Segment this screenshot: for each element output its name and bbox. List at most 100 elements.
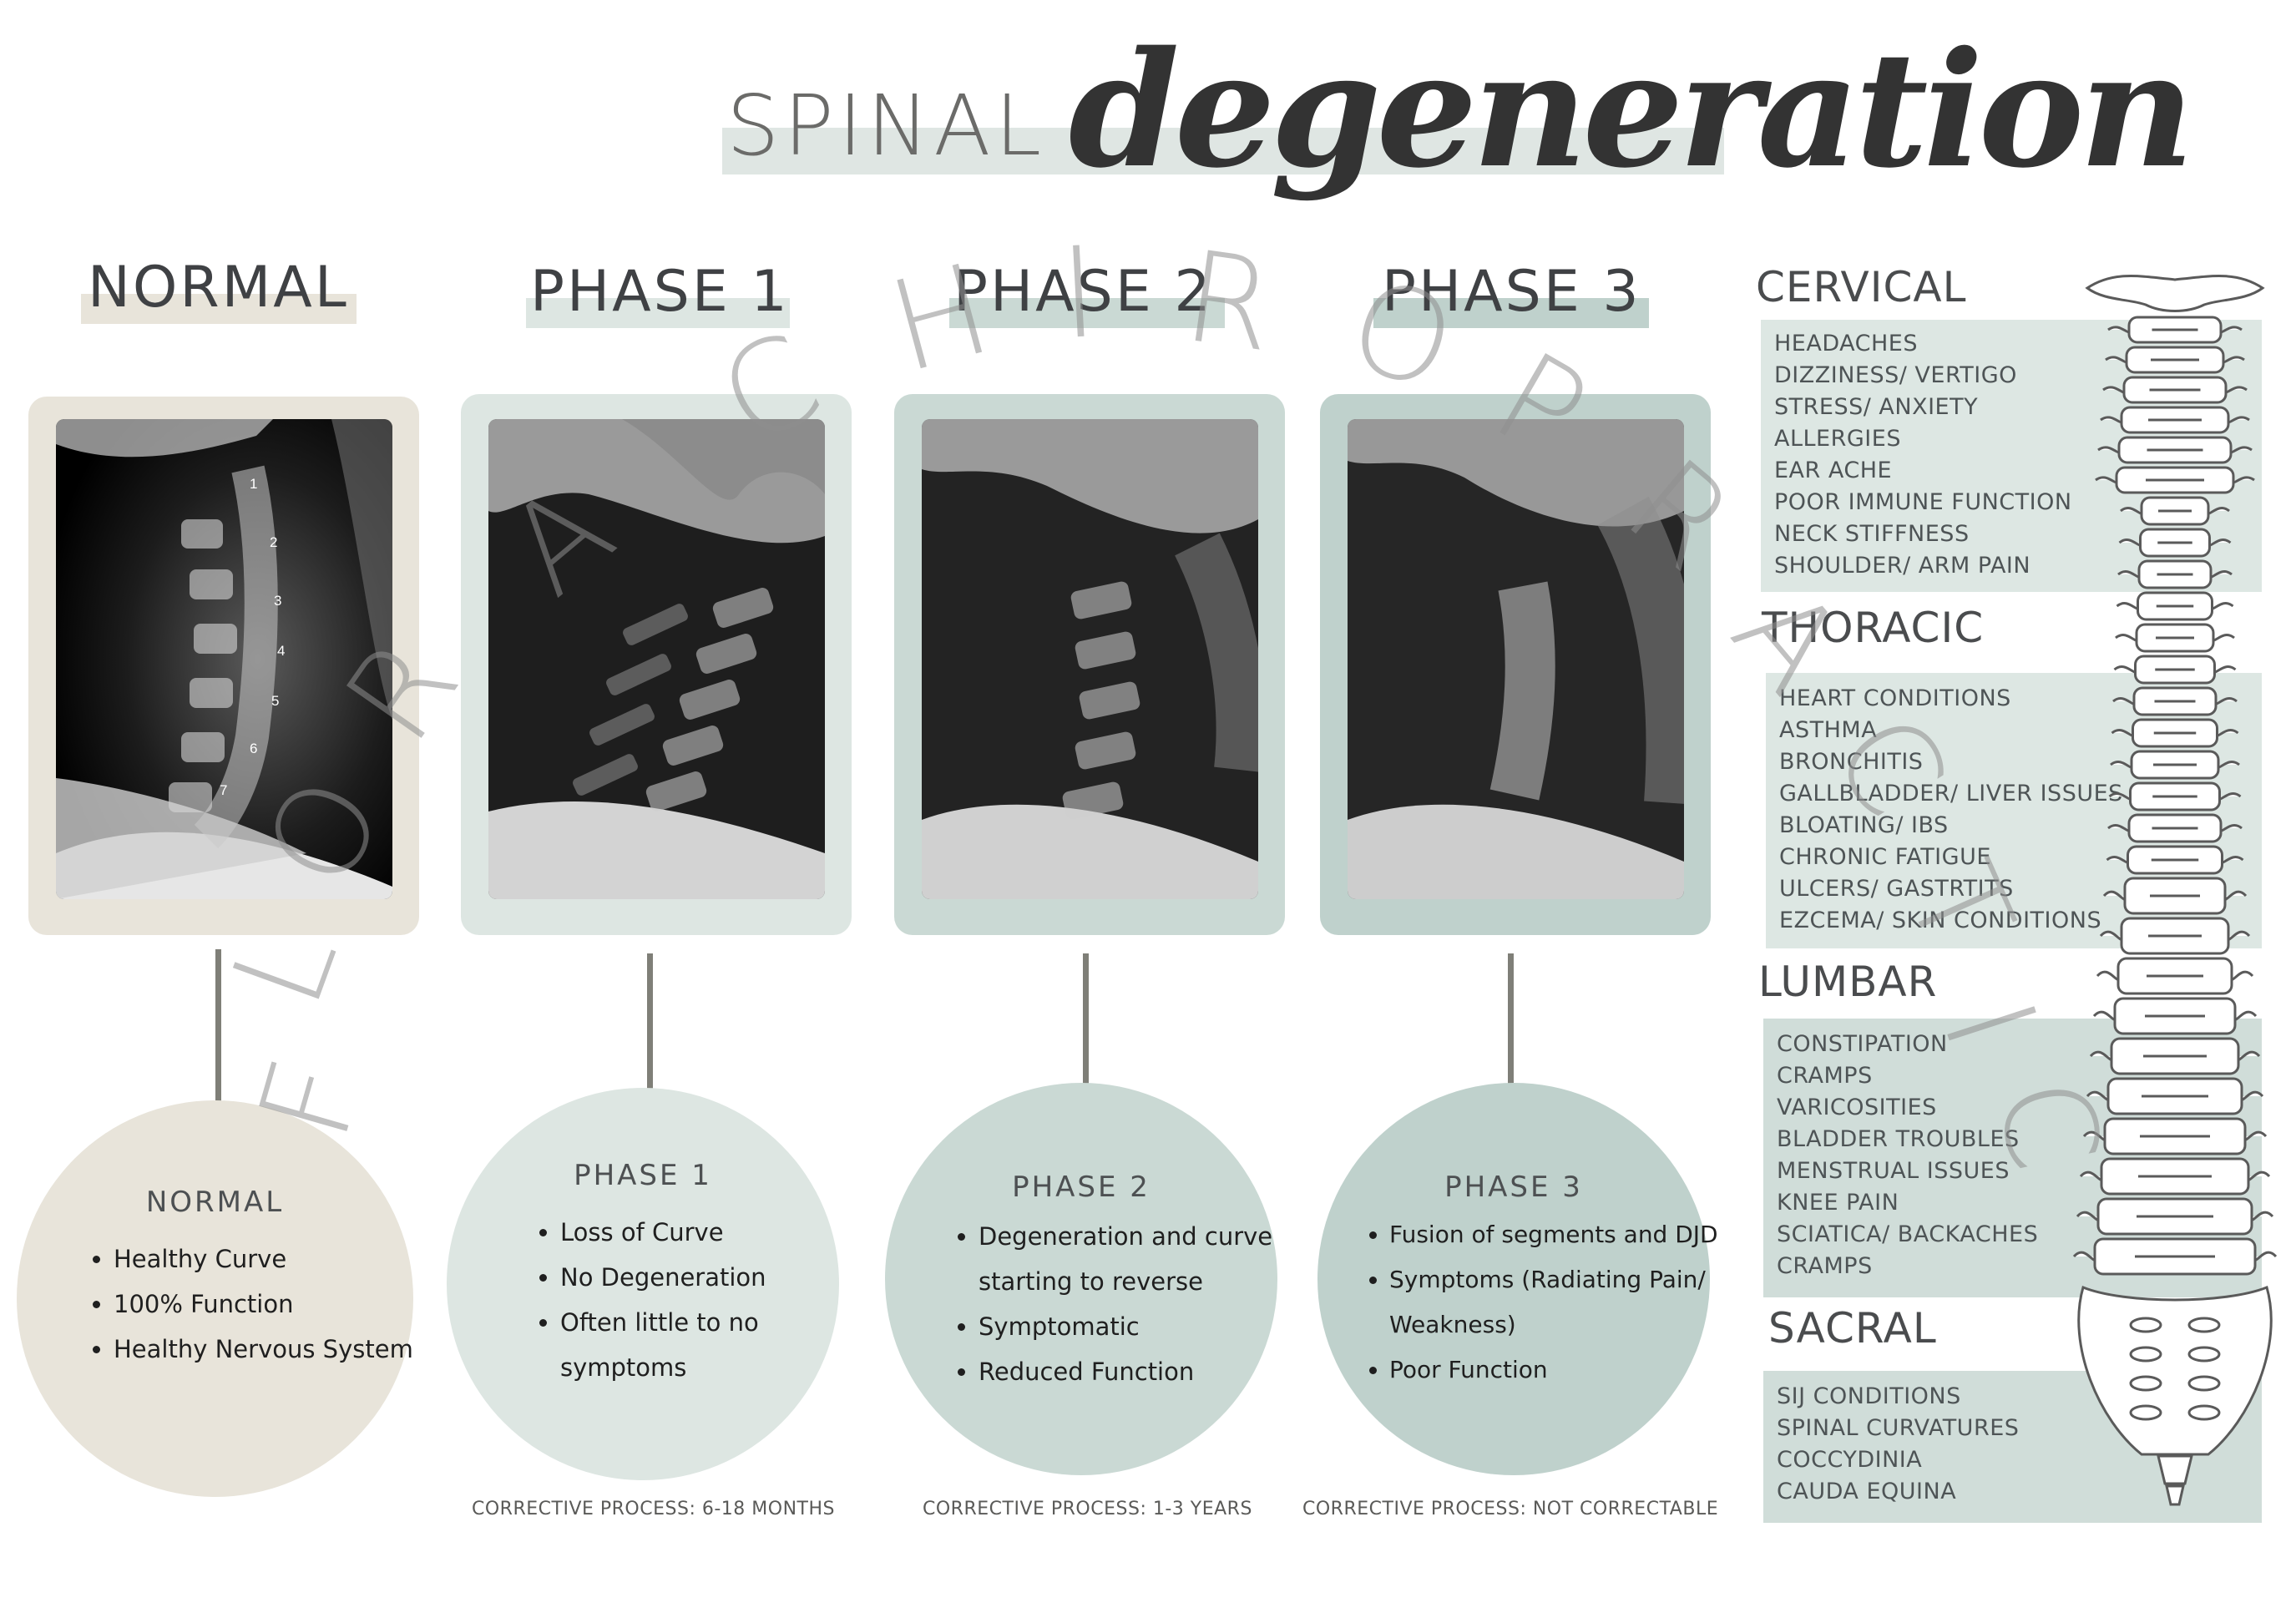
symptom-item: KNEE PAIN	[1777, 1190, 1899, 1216]
title-highlight-band	[722, 128, 1724, 174]
watermark-letter: R	[1176, 224, 1282, 381]
symptom-item: CONSTIPATION	[1777, 1031, 1948, 1057]
bullet-item: No Degeneration	[560, 1255, 811, 1300]
symptom-item: ASTHMA	[1779, 717, 1878, 743]
sacral-foramen	[2187, 1375, 2221, 1392]
bullet-item: Poor Function	[1389, 1347, 1740, 1393]
arrow-phase1-line	[647, 953, 653, 1120]
symptom-item: DIZZINESS/ VERTIGO	[1774, 362, 2017, 388]
corrective-phase-1: CORRECTIVE PROCESS: 6-18 MONTHS	[472, 1499, 835, 1519]
thoracic-list: HEART CONDITIONS ASTHMA BRONCHITIS GALLB…	[1779, 683, 2123, 937]
heading-normal: NORMAL	[88, 255, 349, 321]
watermark-letter: I	[1056, 220, 1101, 368]
phase2-xray-image	[922, 419, 1258, 899]
phase3-heading-band	[1373, 298, 1649, 328]
corrective-phase-3: CORRECTIVE PROCESS: NOT CORRECTABLE	[1302, 1499, 1719, 1519]
circle-title-phase-1: PHASE 1	[574, 1159, 712, 1192]
heading-phase-2: PHASE 2	[953, 259, 1213, 325]
bullet-item: Healthy Curve	[114, 1236, 431, 1282]
title-degeneration: degeneration	[1069, 17, 2195, 203]
region-title-cervical: CERVICAL	[1756, 263, 1967, 311]
sacral-foramen	[2187, 1346, 2221, 1363]
arrow-normal-line	[215, 949, 221, 1125]
vertebra-label: 2	[270, 534, 278, 550]
normal-heading-band	[81, 294, 357, 324]
bullet-item: Loss of Curve	[560, 1210, 811, 1255]
symptom-item: SCIATICA/ BACKACHES	[1777, 1221, 2039, 1247]
region-title-sacral: SACRAL	[1768, 1304, 1937, 1352]
symptom-item: VARICOSITIES	[1777, 1095, 1937, 1120]
sacral-foramen	[2129, 1375, 2162, 1392]
sacral-foramen	[2187, 1404, 2221, 1421]
symptom-item: EZCEMA/ SKIN CONDITIONS	[1779, 908, 2102, 933]
normal-bullets: Healthy Curve 100% Function Healthy Nerv…	[83, 1236, 431, 1372]
symptom-item: POOR IMMUNE FUNCTION	[1774, 489, 2072, 515]
symptom-item: STRESS/ ANXIETY	[1774, 394, 1979, 420]
vertebra-label: 7	[220, 782, 228, 798]
atlas-vertebra	[2085, 275, 2265, 312]
phase3-circle: PHASE 3 Fusion of segments and DJD Sympt…	[1317, 1083, 1718, 1475]
phase1-bullets: Loss of Curve No Degeneration Often litt…	[530, 1210, 811, 1390]
normal-xray-image: 1 2 3 4 5 6 7	[56, 419, 392, 899]
sacral-foramen	[2187, 1317, 2221, 1333]
symptom-item: SPINAL CURVATURES	[1777, 1415, 2020, 1441]
arrow-phase2-line	[1083, 953, 1089, 1120]
sacral-foramen	[2129, 1404, 2162, 1421]
symptom-item: NECK STIFFNESS	[1774, 521, 1970, 547]
phase1-circle: PHASE 1 Loss of Curve No Degeneration Of…	[447, 1088, 839, 1480]
bullet-item: 100% Function	[114, 1282, 431, 1327]
bullet-item: Often little to no symptoms	[560, 1300, 811, 1390]
title-spinal: SPINAL	[726, 77, 1046, 174]
phase1-heading-band	[526, 298, 790, 328]
circle-title-normal: NORMAL	[145, 1186, 285, 1219]
symptom-item: CRAMPS	[1777, 1063, 1873, 1089]
circle-title-phase-2: PHASE 2	[1012, 1170, 1151, 1204]
arrow-phase3-line	[1508, 953, 1514, 1120]
symptom-item: HEADACHES	[1774, 331, 1918, 356]
corrective-phase-2: CORRECTIVE PROCESS: 1-3 YEARS	[923, 1499, 1252, 1519]
symptom-item: CHRONIC FATIGUE	[1779, 844, 1991, 870]
bullet-item: Healthy Nervous System	[114, 1327, 431, 1372]
symptom-item: SIJ CONDITIONS	[1777, 1383, 1961, 1409]
phase3-xray-image	[1348, 419, 1684, 899]
coccyx	[2157, 1454, 2193, 1485]
symptom-item: BLADDER TROUBLES	[1777, 1126, 2020, 1152]
symptom-item: CRAMPS	[1777, 1253, 1873, 1279]
phase2-bullets: Degeneration and curve starting to rever…	[948, 1214, 1287, 1394]
normal-circle: NORMAL Healthy Curve 100% Function Healt…	[17, 1100, 413, 1497]
spine-illustration	[2072, 275, 2278, 1506]
region-title-thoracic: THORACIC	[1762, 604, 1985, 652]
circle-title-phase-3: PHASE 3	[1444, 1170, 1583, 1204]
phase2-heading-band	[949, 298, 1225, 328]
bullet-item: Reduced Function	[979, 1349, 1287, 1394]
symptom-item: BLOATING/ IBS	[1779, 812, 1949, 838]
coccyx	[2165, 1484, 2185, 1506]
phase2-circle: PHASE 2 Degeneration and curve starting …	[885, 1083, 1277, 1475]
symptom-item: EAR ACHE	[1774, 458, 1893, 483]
symptom-item: HEART CONDITIONS	[1779, 685, 2011, 711]
sacrum	[2077, 1285, 2273, 1456]
symptom-item: ULCERS/ GASTRTITS	[1779, 876, 2014, 902]
heading-phase-3: PHASE 3	[1382, 259, 1641, 325]
sacral-list: SIJ CONDITIONS SPINAL CURVATURES COCCYDI…	[1777, 1381, 2019, 1508]
bullet-item: Fusion of segments and DJD	[1389, 1212, 1740, 1257]
vertebra-label: 6	[250, 741, 258, 756]
sacral-foramen	[2129, 1346, 2162, 1363]
symptom-item: ALLERGIES	[1774, 426, 1901, 452]
sacral-foramen	[2129, 1317, 2162, 1333]
symptom-item: BRONCHITIS	[1779, 749, 1924, 775]
bullet-item: Symptoms (Radiating Pain/ Weakness)	[1389, 1257, 1740, 1347]
symptom-item: SHOULDER/ ARM PAIN	[1774, 553, 2031, 579]
symptom-item: MENSTRUAL ISSUES	[1777, 1158, 2010, 1184]
vertebra-label: 3	[274, 593, 282, 609]
region-title-lumbar: LUMBAR	[1758, 958, 1938, 1006]
bullet-item: Degeneration and curve starting to rever…	[979, 1214, 1287, 1304]
symptom-item: COCCYDINIA	[1777, 1447, 1923, 1473]
heading-phase-1: PHASE 1	[530, 259, 790, 325]
vertebra-label: 4	[277, 643, 286, 659]
symptom-item: CAUDA EQUINA	[1777, 1479, 1957, 1504]
symptom-item: GALLBLADDER/ LIVER ISSUES	[1779, 781, 2123, 806]
bullet-item: Symptomatic	[979, 1304, 1287, 1349]
lumbar-list: CONSTIPATION CRAMPS VARICOSITIES BLADDER…	[1777, 1029, 2038, 1282]
cervical-list: HEADACHES DIZZINESS/ VERTIGO STRESS/ ANX…	[1774, 328, 2072, 582]
